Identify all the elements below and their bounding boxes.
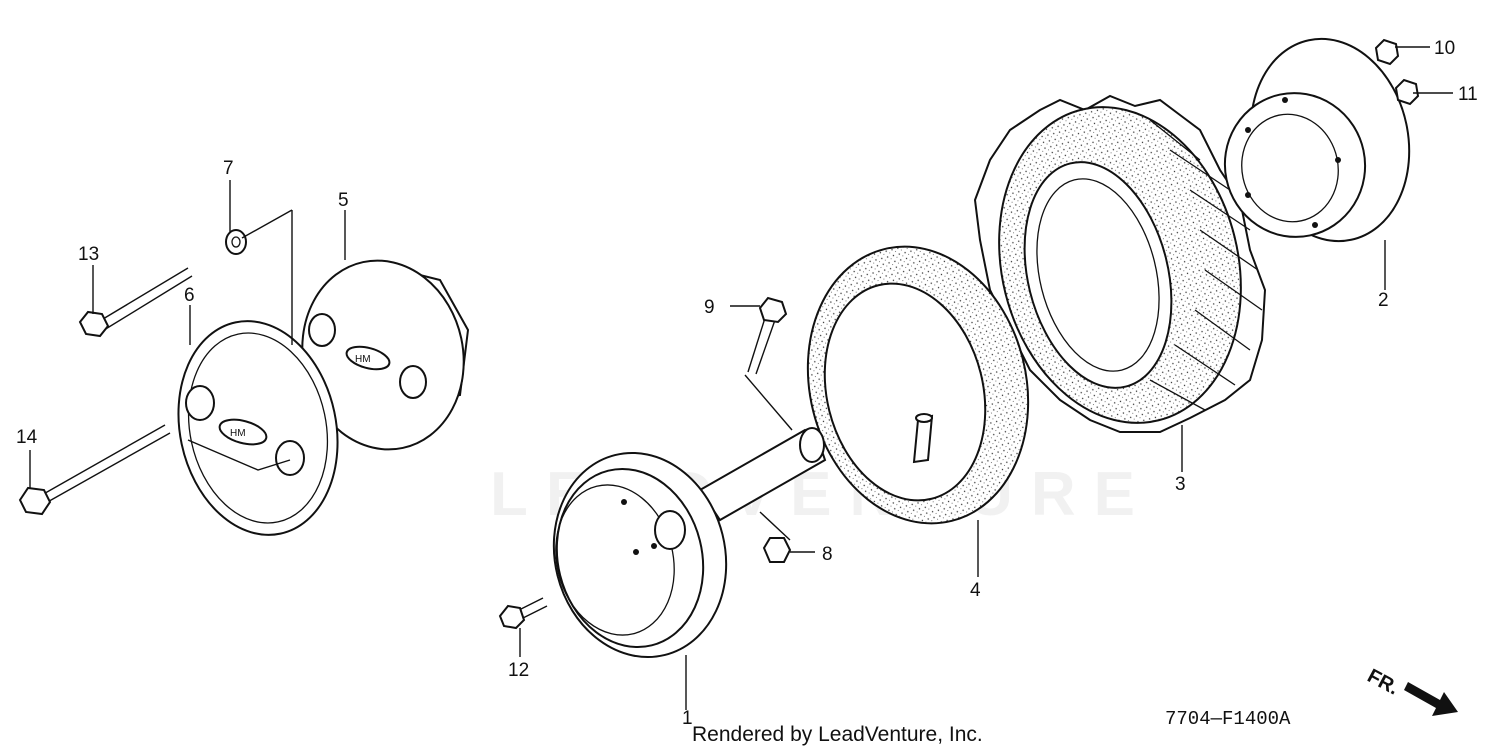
front-arrow-icon: [1404, 682, 1458, 716]
leader-lines: [29, 46, 1453, 710]
nut-8: [762, 537, 792, 563]
callout-11: 11: [1458, 84, 1478, 105]
front-direction-indicator: FR.: [1364, 665, 1458, 716]
callout-12: 12: [508, 660, 529, 681]
callout-10: 10: [1434, 38, 1455, 59]
diagram-code: 7704—F1400A: [1165, 708, 1291, 730]
hub-cap-5: HM: [301, 259, 470, 451]
callout-3: 3: [1175, 474, 1186, 495]
inner-tube: [806, 245, 1030, 525]
cover-emblem: HM: [230, 428, 246, 439]
callout-2: 2: [1378, 290, 1389, 311]
wheel-rim-right: [1223, 37, 1411, 243]
footer-credit: Rendered by LeadVenture, Inc.: [692, 723, 983, 746]
bolt-14: [18, 424, 171, 516]
hub-emblem: HM: [355, 354, 371, 365]
nut-10: [1374, 38, 1400, 66]
callout-14: 14: [16, 427, 38, 448]
callout-4: 4: [970, 580, 981, 601]
callout-1: 1: [682, 708, 693, 729]
nut-11: [1394, 78, 1420, 106]
callout-13: 13: [78, 244, 99, 265]
washer-7: [225, 229, 247, 255]
bolt-9: [747, 296, 788, 375]
front-label: FR.: [1364, 665, 1403, 700]
callout-6: 6: [184, 285, 195, 306]
callout-5: 5: [338, 190, 349, 211]
callout-8: 8: [822, 544, 833, 565]
callout-7: 7: [223, 158, 234, 179]
cover-plate-6: HM: [177, 320, 339, 536]
bolt-13: [78, 267, 193, 338]
callout-9: 9: [704, 297, 715, 318]
tire: [973, 94, 1267, 433]
bolt-12: [498, 597, 548, 630]
wheel-hub-axle: [552, 427, 827, 659]
